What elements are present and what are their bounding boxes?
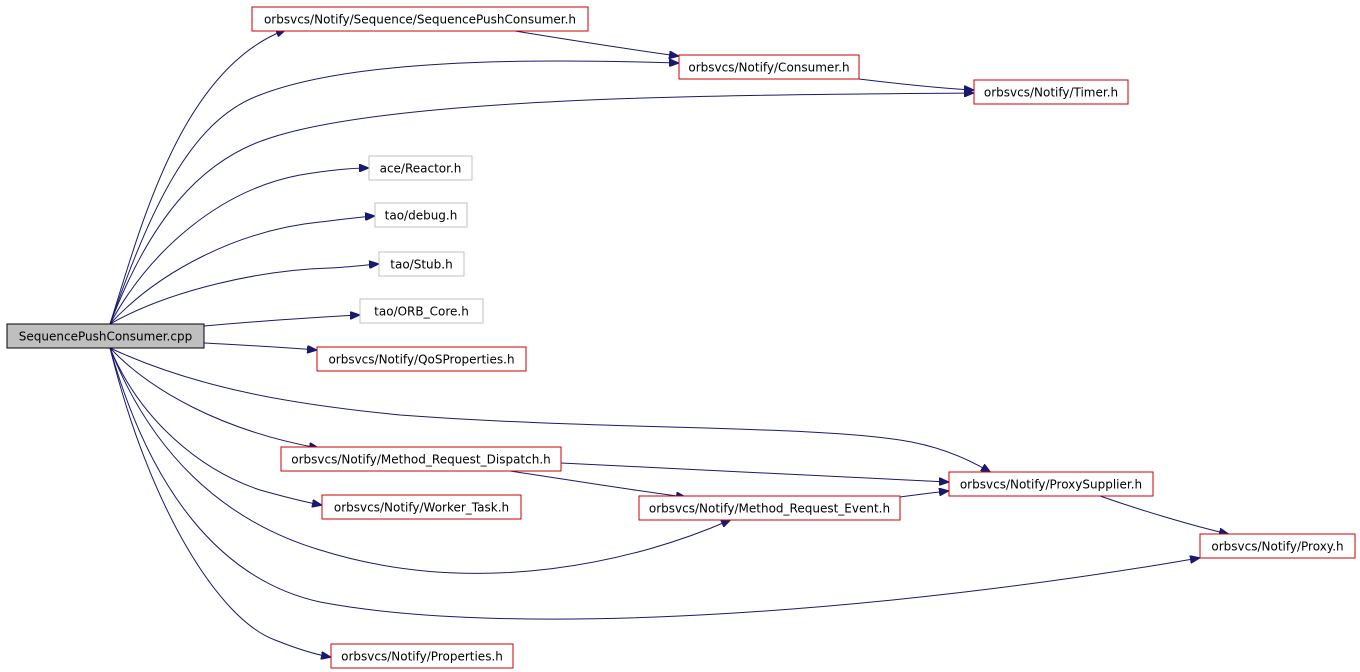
node-timer-h[interactable]: orbsvcs/Notify/Timer.h <box>973 79 1129 105</box>
edge-root-to-consumer-h <box>109 61 678 325</box>
node-reactor-h-box <box>368 155 473 181</box>
node-mr-dispatch-h[interactable]: orbsvcs/Notify/Method_Request_Dispatch.h <box>280 446 562 472</box>
node-worker-task-h-box <box>321 494 522 520</box>
node-orb-core-h[interactable]: tao/ORB_Core.h <box>359 298 484 324</box>
node-mr-event-h-box <box>638 495 901 521</box>
node-orb-core-h-box <box>359 298 484 324</box>
node-root-box <box>6 323 205 349</box>
edge-root-to-worker-task-h <box>109 347 321 505</box>
node-stub-h-label: tao/Stub.h <box>390 258 452 272</box>
node-consumer-h[interactable]: orbsvcs/Notify/Consumer.h <box>678 54 860 80</box>
edge-root-to-proxy-h <box>109 347 1199 620</box>
node-seq-push-consumer-h-label: orbsvcs/Notify/Sequence/SequencePushCons… <box>264 13 576 27</box>
edge-root-to-debug-h <box>109 216 374 325</box>
node-properties-h-box <box>330 643 514 669</box>
node-consumer-h-label: orbsvcs/Notify/Consumer.h <box>688 61 849 75</box>
edge-mr-dispatch-h-to-proxy-supplier-h <box>560 462 948 482</box>
edge-root-to-mr-event-h <box>109 347 730 574</box>
node-debug-h-label: tao/debug.h <box>385 209 458 223</box>
node-reactor-h[interactable]: ace/Reactor.h <box>368 155 473 181</box>
node-properties-h[interactable]: orbsvcs/Notify/Properties.h <box>330 643 514 669</box>
edge-root-to-reactor-h <box>109 168 368 325</box>
edge-root-to-properties-h <box>109 347 330 657</box>
node-mr-event-h[interactable]: orbsvcs/Notify/Method_Request_Event.h <box>638 495 901 521</box>
node-proxy-supplier-h-box <box>948 471 1154 497</box>
node-properties-h-label: orbsvcs/Notify/Properties.h <box>341 650 503 664</box>
node-reactor-h-label: ace/Reactor.h <box>380 162 462 176</box>
node-debug-h-box <box>374 202 468 228</box>
node-stub-h-box <box>378 251 465 277</box>
edge-root-to-seq-push-consumer-h <box>109 30 285 325</box>
node-seq-push-consumer-h[interactable]: orbsvcs/Notify/Sequence/SequencePushCons… <box>251 6 589 32</box>
nodes-layer: SequencePushConsumer.cpp orbsvcs/Notify/… <box>6 6 1356 669</box>
edge-mr-event-h-to-proxy-supplier-h <box>899 491 948 498</box>
node-root-label: SequencePushConsumer.cpp <box>19 330 192 344</box>
node-proxy-supplier-h-label: orbsvcs/Notify/ProxySupplier.h <box>960 478 1142 492</box>
node-worker-task-h-label: orbsvcs/Notify/Worker_Task.h <box>334 501 509 515</box>
edges-layer <box>109 30 1228 657</box>
node-proxy-h-label: orbsvcs/Notify/Proxy.h <box>1211 540 1343 554</box>
edge-proxy-supplier-h-to-proxy-h <box>1099 495 1228 534</box>
node-qos-properties-h-label: orbsvcs/Notify/QoSProperties.h <box>328 353 514 367</box>
edge-root-to-proxy-supplier-h <box>109 347 990 472</box>
edge-root-to-timer-h <box>109 93 973 325</box>
node-consumer-h-box <box>678 54 860 80</box>
node-root[interactable]: SequencePushConsumer.cpp <box>6 323 205 349</box>
node-seq-push-consumer-h-box <box>251 6 589 32</box>
node-orb-core-h-label: tao/ORB_Core.h <box>374 305 469 319</box>
edge-root-to-qos-properties-h <box>203 342 316 350</box>
node-qos-properties-h-box <box>316 346 527 372</box>
node-timer-h-label: orbsvcs/Notify/Timer.h <box>984 86 1118 100</box>
edge-seq-push-consumer-h-to-consumer-h <box>514 30 678 56</box>
node-debug-h[interactable]: tao/debug.h <box>374 202 468 228</box>
edge-root-to-stub-h <box>109 264 378 325</box>
node-qos-properties-h[interactable]: orbsvcs/Notify/QoSProperties.h <box>316 346 527 372</box>
node-timer-h-box <box>973 79 1129 105</box>
node-mr-dispatch-h-label: orbsvcs/Notify/Method_Request_Dispatch.h <box>291 453 551 467</box>
node-proxy-h-box <box>1199 533 1356 559</box>
node-proxy-h[interactable]: orbsvcs/Notify/Proxy.h <box>1199 533 1356 559</box>
edge-consumer-h-to-timer-h <box>858 78 973 90</box>
node-stub-h[interactable]: tao/Stub.h <box>378 251 465 277</box>
node-worker-task-h[interactable]: orbsvcs/Notify/Worker_Task.h <box>321 494 522 520</box>
edge-root-to-mr-dispatch-h <box>109 347 318 448</box>
edge-mr-dispatch-h-to-mr-event-h <box>509 470 685 497</box>
node-proxy-supplier-h[interactable]: orbsvcs/Notify/ProxySupplier.h <box>948 471 1154 497</box>
node-mr-dispatch-h-box <box>280 446 562 472</box>
edge-root-to-orb-core-h <box>203 315 359 327</box>
node-mr-event-h-label: orbsvcs/Notify/Method_Request_Event.h <box>649 502 890 516</box>
